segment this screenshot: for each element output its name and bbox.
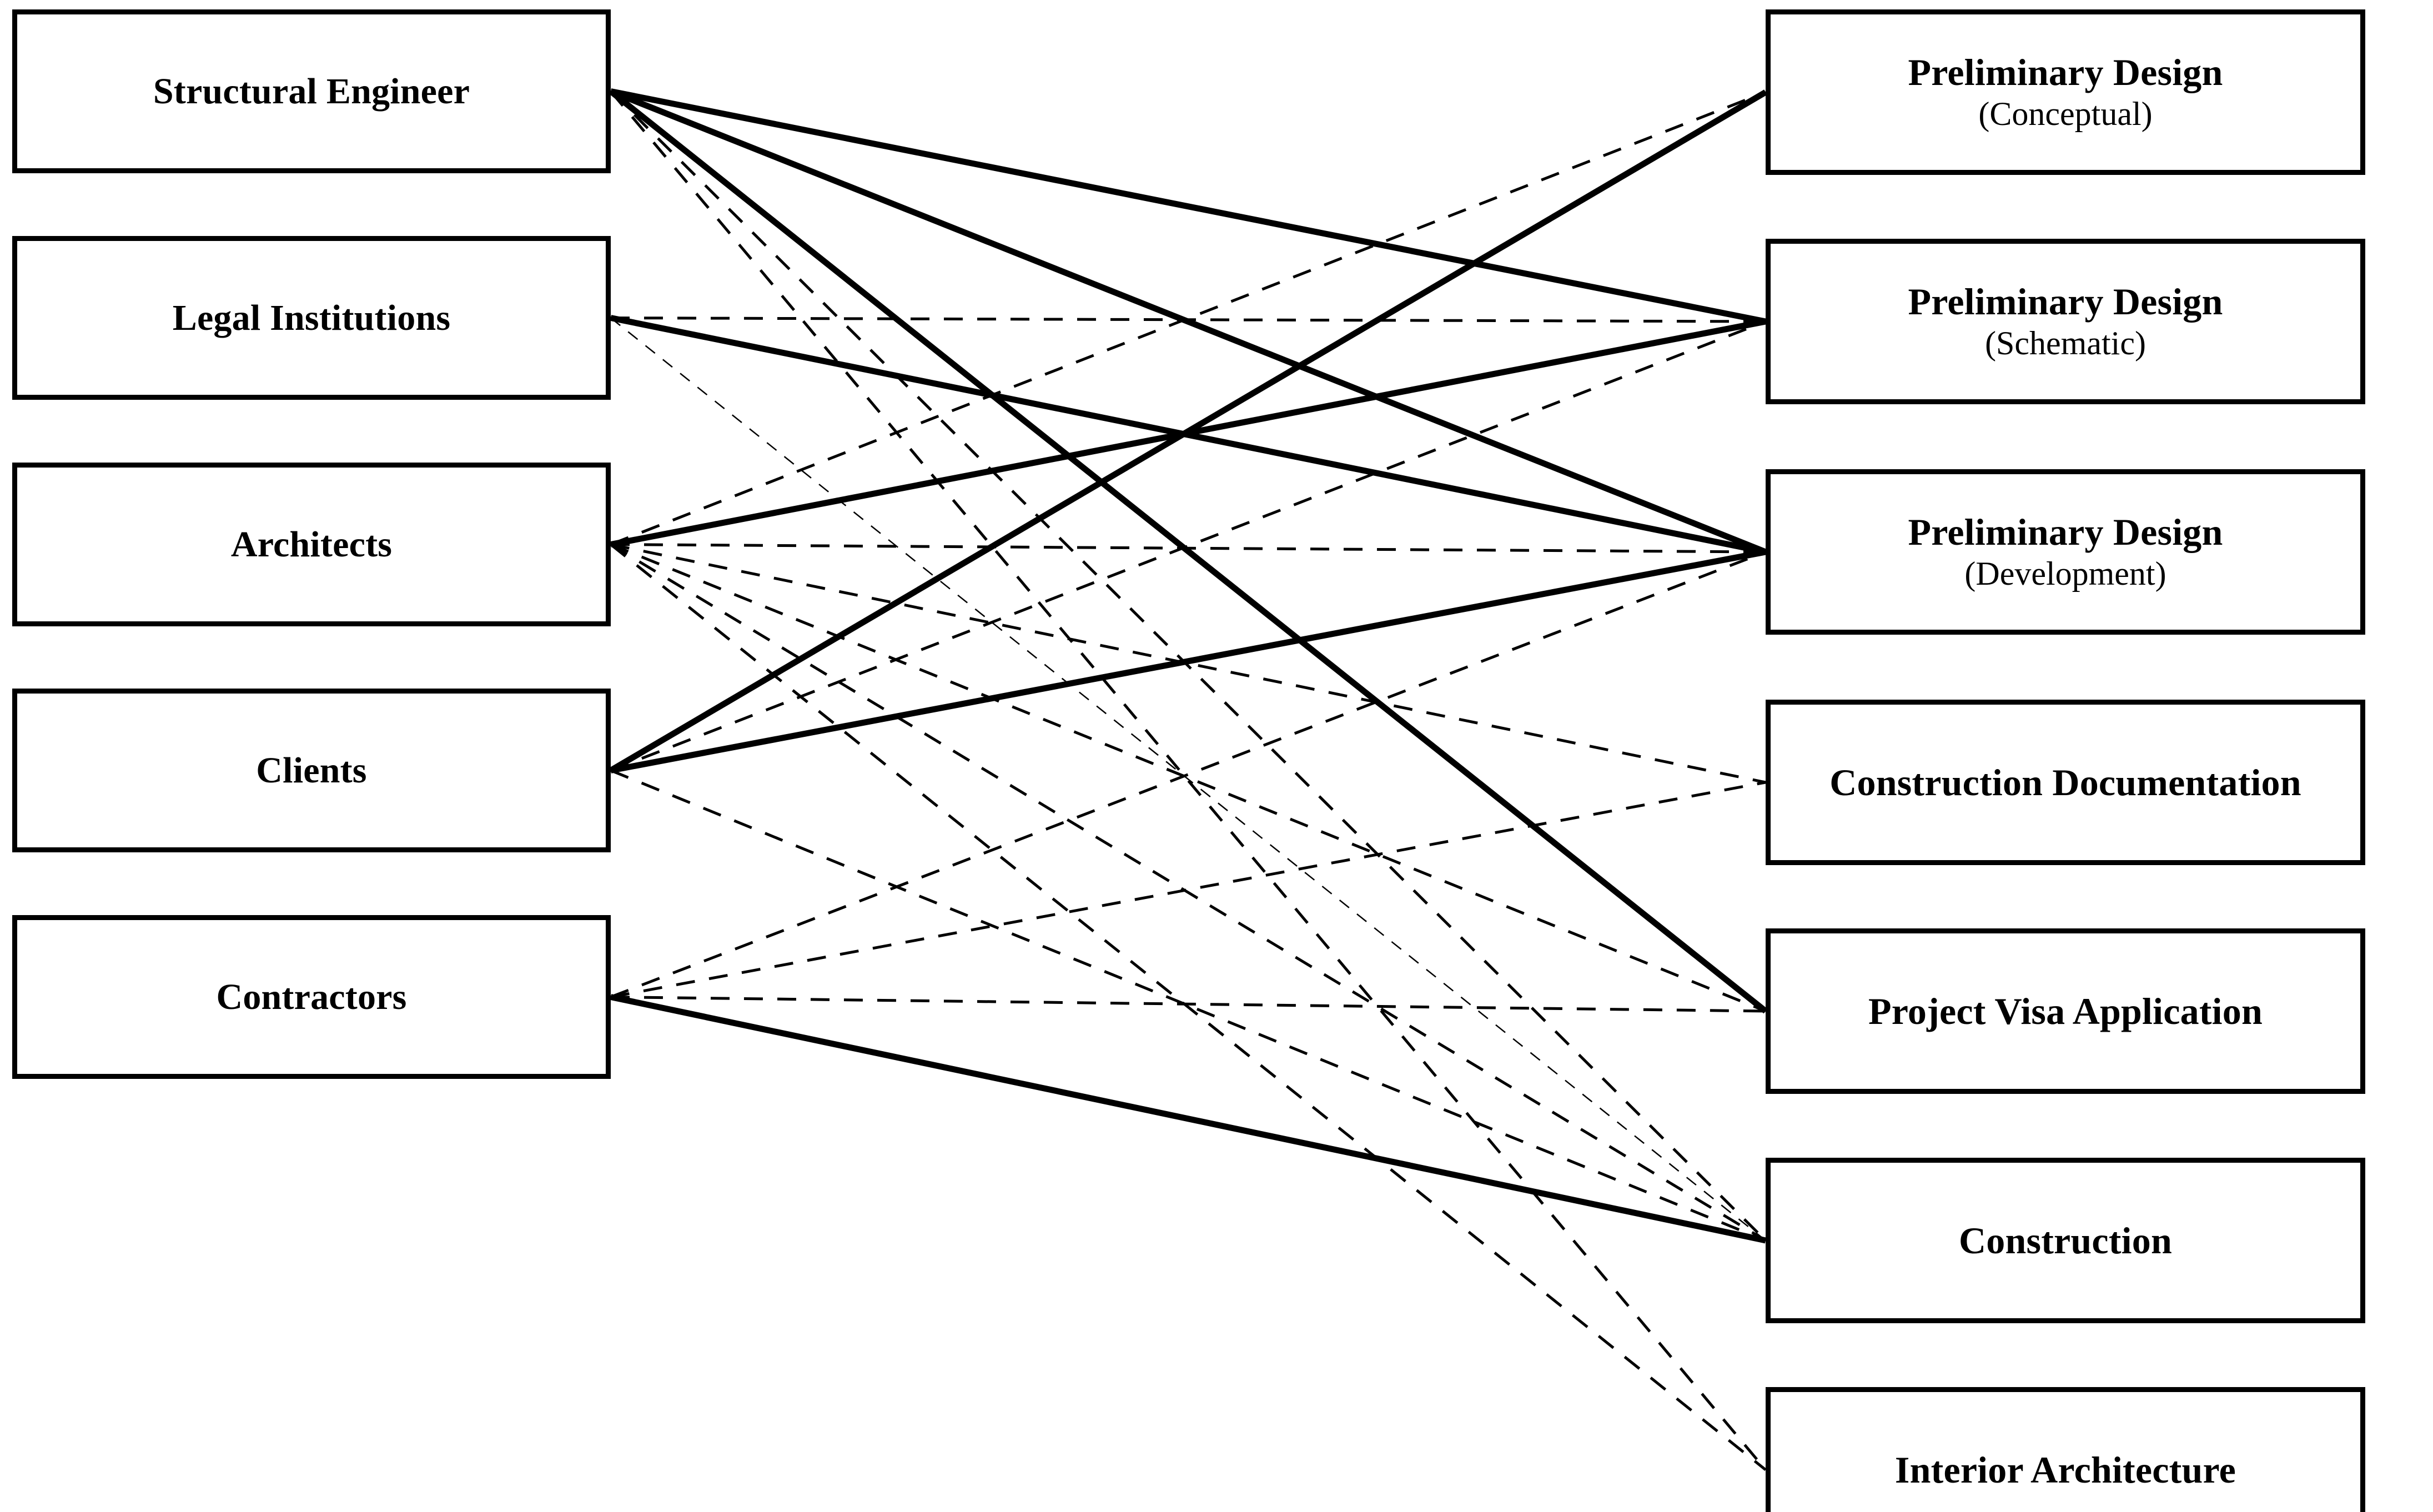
edge-architects-to-construction xyxy=(610,543,1767,1242)
node-title: Contractors xyxy=(216,976,407,1017)
stakeholder-node-structural-engineer[interactable]: Structural Engineer xyxy=(12,9,611,173)
node-title: Clients xyxy=(256,750,367,791)
edge-architects-to-project-visa-application xyxy=(610,543,1766,1013)
edge-clients-to-preliminary-design-schematic xyxy=(610,320,1766,772)
node-title: Project Visa Application xyxy=(1868,989,2263,1032)
phase-node-preliminary-design-schematic[interactable]: Preliminary Design(Schematic) xyxy=(1766,239,2365,404)
edge-architects-to-interior-architecture xyxy=(610,543,1767,1471)
edge-structural-engineer-to-interior-architecture xyxy=(610,90,1767,1471)
edge-architects-to-preliminary-design-schematic xyxy=(610,318,1767,547)
edge-structural-engineer-to-preliminary-design-development xyxy=(609,88,1767,555)
node-title: Preliminary Design xyxy=(1908,280,2223,323)
node-title: Construction xyxy=(1959,1219,2172,1262)
node-title: Preliminary Design xyxy=(1908,51,2223,94)
phase-node-preliminary-design-conceptual[interactable]: Preliminary Design(Conceptual) xyxy=(1766,9,2365,175)
stakeholder-node-contractors[interactable]: Contractors xyxy=(12,915,611,1079)
node-title: Structural Engineer xyxy=(153,71,470,112)
edge-contractors-to-construction xyxy=(610,994,1767,1244)
stakeholder-node-architects[interactable]: Architects xyxy=(12,463,611,626)
edge-contractors-to-project-visa-application xyxy=(610,996,1766,1013)
edge-clients-to-preliminary-design-conceptual xyxy=(609,89,1767,773)
phase-node-project-visa-application[interactable]: Project Visa Application xyxy=(1766,928,2365,1094)
node-subtitle: (Schematic) xyxy=(1985,325,2146,362)
phase-node-interior-architecture[interactable]: Interior Architecture xyxy=(1766,1387,2365,1512)
edge-contractors-to-preliminary-design-development xyxy=(610,550,1766,998)
node-subtitle: (Development) xyxy=(1964,555,2166,592)
edge-structural-engineer-to-project-visa-application xyxy=(609,89,1768,1014)
phase-node-construction[interactable]: Construction xyxy=(1766,1158,2365,1323)
edge-architects-to-preliminary-design-conceptual xyxy=(610,91,1766,546)
edge-architects-to-construction-documentation xyxy=(610,543,1766,784)
edge-architects-to-preliminary-design-development xyxy=(610,543,1766,554)
node-subtitle: (Conceptual) xyxy=(1978,96,2153,133)
edge-legal-institutions-to-preliminary-design-schematic xyxy=(610,317,1766,323)
node-title: Preliminary Design xyxy=(1908,511,2223,554)
stakeholder-node-legal-institutions[interactable]: Legal Institutions xyxy=(12,236,611,400)
node-title: Interior Architecture xyxy=(1894,1448,2236,1491)
edge-legal-institutions-to-preliminary-design-development xyxy=(610,315,1767,555)
node-title: Architects xyxy=(230,524,393,565)
edge-clients-to-preliminary-design-development xyxy=(610,549,1767,773)
phase-node-construction-documentation[interactable]: Construction Documentation xyxy=(1766,700,2365,865)
edge-contractors-to-construction-documentation xyxy=(610,781,1766,998)
edge-structural-engineer-to-preliminary-design-schematic xyxy=(610,88,1767,325)
edge-legal-institutions-to-construction xyxy=(610,317,1766,1241)
edge-clients-to-construction xyxy=(610,769,1766,1242)
node-title: Construction Documentation xyxy=(1829,761,2301,803)
phase-node-preliminary-design-development[interactable]: Preliminary Design(Development) xyxy=(1766,469,2365,635)
stakeholder-node-clients[interactable]: Clients xyxy=(12,689,611,852)
node-title: Legal Institutions xyxy=(172,297,451,338)
edge-structural-engineer-to-construction xyxy=(610,90,1767,1242)
